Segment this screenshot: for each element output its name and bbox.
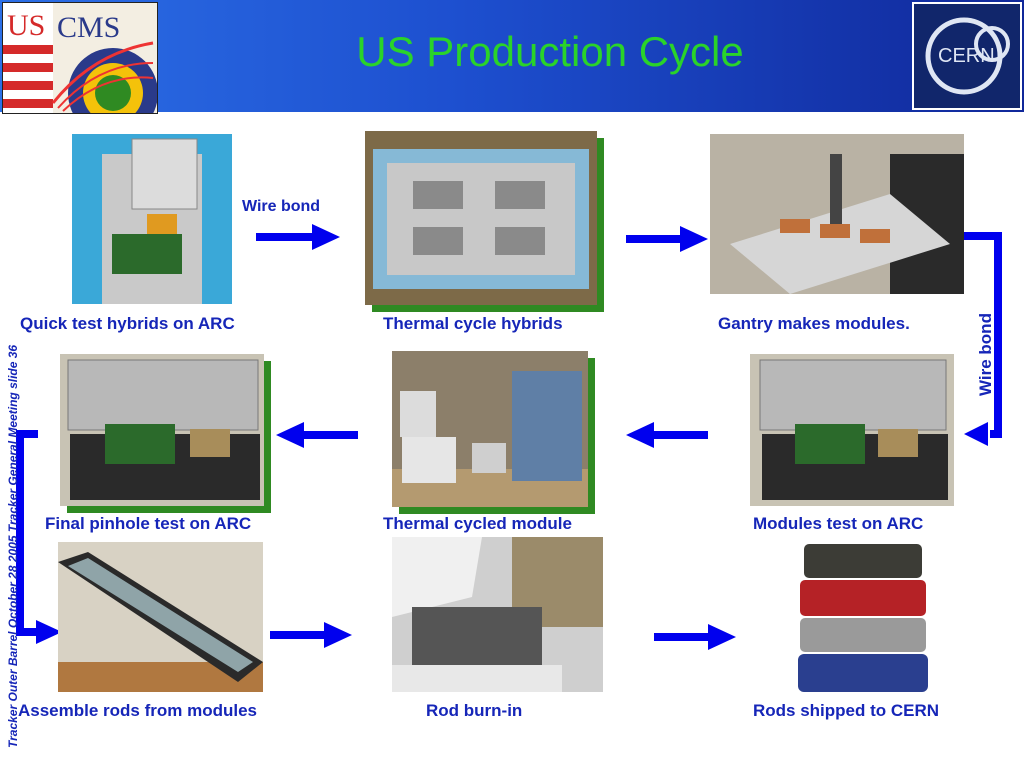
arrow-down-left-icon [964,232,1002,446]
caption-assemble-rods: Assemble rods from modules [18,701,258,720]
caption-thermal-hybrids: Thermal cycle hybrids [383,314,563,333]
caption-rod-burnin: Rod burn-in [426,701,523,720]
arrow-right-icon [256,224,340,250]
arrow-right-icon [654,624,736,650]
arrow-left-icon [276,422,358,448]
slide-footer-text: Tracker Outer Barrel October 28 2005 Tra… [6,344,20,748]
photo-thermal-cycled-module [392,351,588,507]
photo-modules-test [750,354,954,506]
photo-final-pinhole-test [60,354,264,506]
photo-rods-shipped [796,540,930,694]
caption-gantry: Gantry makes modules. [718,314,910,333]
photo-thermal-cycle-hybrids [365,131,597,305]
header-banner [0,0,1024,112]
arrow-right-icon [626,226,708,252]
us-cms-logo: US CMS [2,2,158,114]
wire-bond-label: Wire bond [242,198,321,215]
cern-logo: CERN [912,2,1022,110]
logo-us-text: US [7,9,45,42]
caption-quick-test: Quick test hybrids on ARC [20,314,235,333]
caption-thermal-module: Thermal cycled module [383,514,572,533]
caption-final-pinhole: Final pinhole test on ARC [45,514,252,533]
svg-text:CMS: CMS [57,11,120,44]
caption-rods-shipped: Rods shipped to CERN [753,701,940,720]
arrow-down-right-icon [16,430,62,644]
wire-bond-side-label: Wire bond [976,313,995,396]
photo-rod-burnin [392,537,603,692]
page-title: US Production Cycle [356,28,744,75]
cern-logo-text: CERN [938,45,995,67]
caption-modules-test: Modules test on ARC [753,514,924,533]
photo-quick-test-hybrids [72,134,232,304]
arrow-left-icon [626,422,708,448]
photo-gantry [710,134,964,294]
arrow-right-icon [270,622,352,648]
photo-assemble-rods [58,542,263,692]
